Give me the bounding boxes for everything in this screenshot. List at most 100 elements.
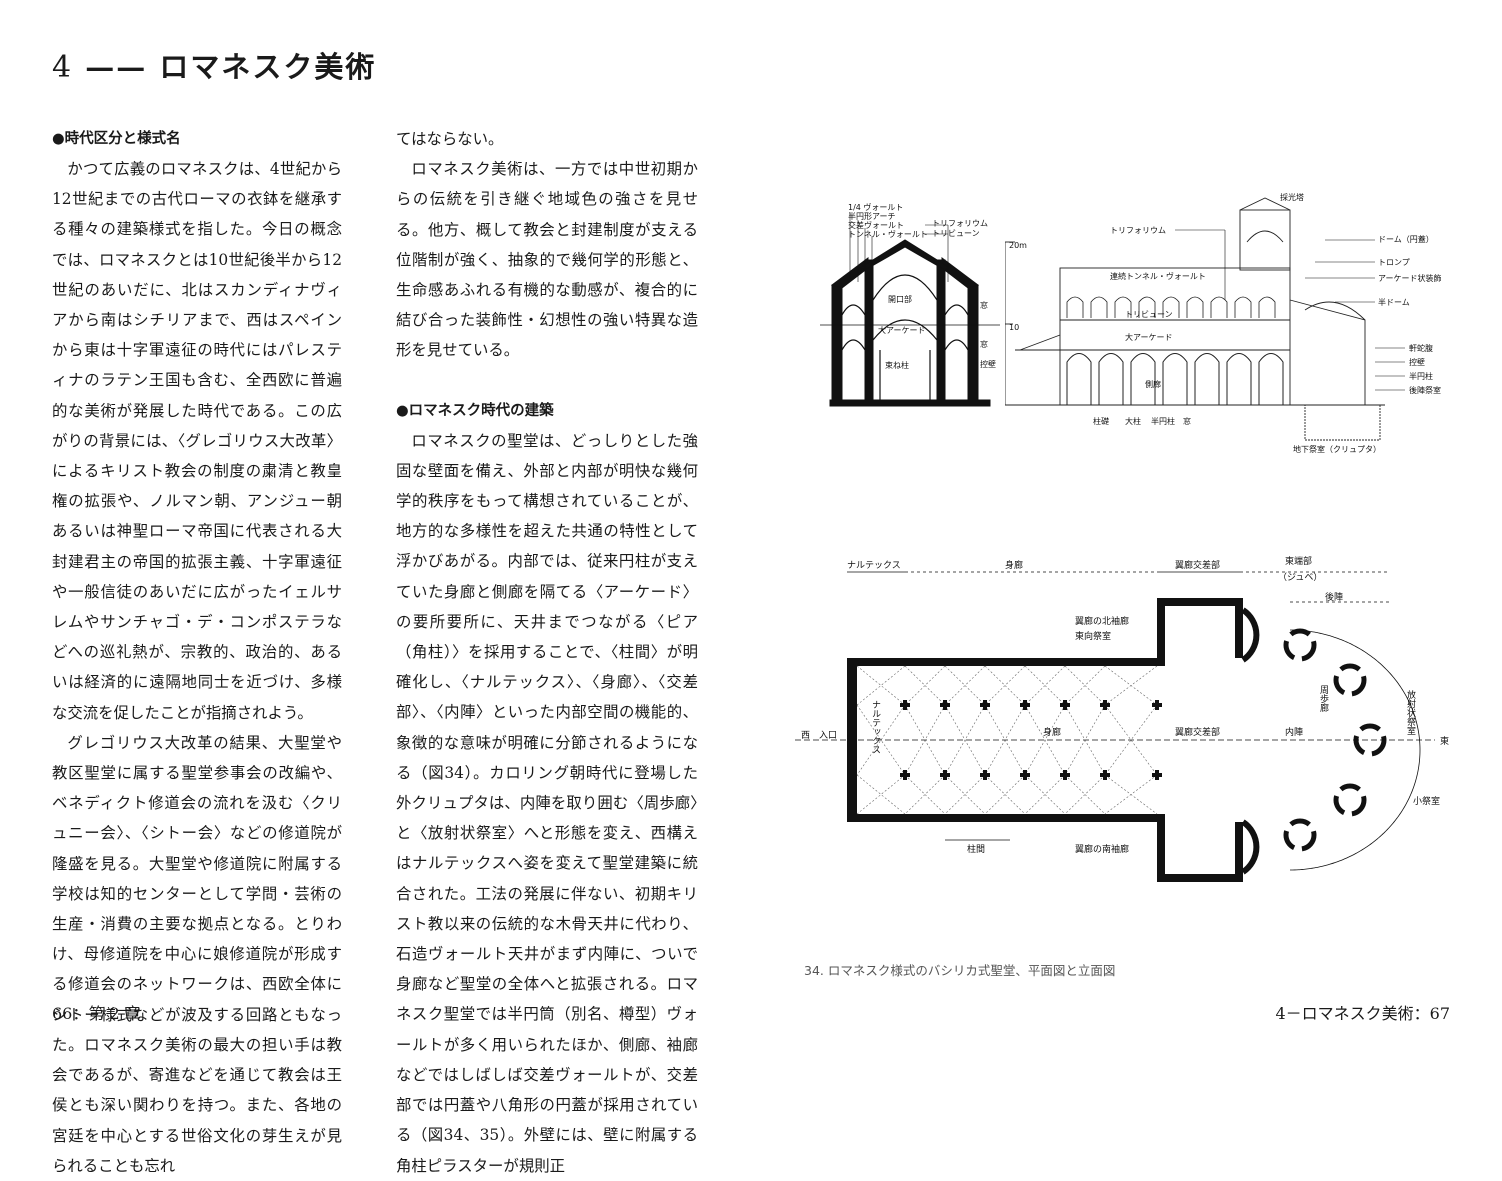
elevation-upper-window [1210,296,1228,318]
elevation-arcade [1258,353,1284,405]
section-heading-architecture: ●ロマネスク時代の建築 [396,402,554,419]
label-quarter-vault: 1/4 ヴォールト [848,202,903,212]
vault-rib [944,774,986,815]
label-north-transept: 翼廊の北袖廊 [1075,615,1129,627]
paragraph: てはならない。 [396,130,504,148]
vault-rib [1024,774,1066,815]
elevation-upper-window [1162,296,1180,318]
radiating-chapel [1353,723,1387,757]
plan-pier [1152,770,1162,780]
plan-pier [980,770,990,780]
paragraph: ロマネスクの聖堂は、どっしりとした強固な壁面を備え、外部と内部が明快な幾何学的秩… [396,431,698,1175]
elevation-upper-window [1258,296,1276,318]
title-dash: —— [85,50,148,84]
vault-rib [1104,774,1158,815]
elevation-upper-window [1090,296,1108,318]
label-cross-vault: 交差ヴォールト [848,220,904,230]
chapter-number: 4 [52,50,74,85]
label-grand-arcade: 大アーケード [1125,332,1173,342]
west-wall [847,658,857,822]
vault-rib [944,665,986,706]
elevation-upper-window [1114,296,1132,318]
plan-pier [980,700,990,710]
label-crossing-top: 翼廊交差部 [1175,559,1220,571]
label-column: 大柱 [1125,416,1141,426]
radiating-chapel [1283,818,1317,852]
radiating-chapel [1283,628,1317,662]
label-buttress: 控壁 [1409,357,1425,367]
paragraph: ロマネスク美術は、一方では中世初期からの伝統を引き継ぐ地域色の強さを見せる。他方… [396,160,698,360]
label-nave-top: 身廊 [1005,559,1023,571]
label-grand-arcade: 大アーケード [878,325,926,335]
label-ambulatory-chapel: 後陣祭室 [1409,385,1441,395]
label-opening: 開口部 [888,294,912,304]
vault-rib [904,774,946,815]
label-choir: 内陣 [1285,726,1303,738]
label-triforium: トリフォリウム [932,219,988,228]
elevation-figure: 採光塔 トリフォリウム 20m 10 ドーム（円蓋） 連続トンネル・ヴォールト … [1005,192,1442,454]
label-half-column: 半円柱 [1409,371,1433,381]
vault-rib [1024,774,1066,815]
label-squinch: トロンプ [1378,258,1410,267]
vault-rib [1024,704,1066,776]
vault-rib [904,665,946,706]
label-ambulatory: 周歩廊 [1318,685,1329,713]
vault-rib [1104,704,1158,776]
label-semicircular-arch: 半円形アーチ [848,211,896,221]
vault-rib [1104,704,1158,776]
plan-pier [1060,770,1070,780]
label-east-chapel: 東向祭室 [1075,630,1111,642]
label-east-end: 東端部 [1285,555,1312,567]
label-buttress: 控壁 [980,359,996,369]
label-narthex-top: ナルテックス [847,560,901,571]
label-chevet: （ジュベ） [1278,572,1322,583]
north-wall [847,658,1157,666]
label-half-dome: 半ドーム [1378,297,1410,307]
label-tunnel-vault: トンネル・ヴォールト [848,229,928,239]
label-continuous-tunnel-vault: 連続トンネル・ヴォールト [1110,271,1206,281]
radiating-chapel [1333,663,1367,697]
vault-rib [1024,665,1066,706]
plan-figure: ナルテックス 身廊 翼廊交差部 東端部 （ジュベ） 後陣 翼廊の北袖廊 東向祭室… [795,555,1449,882]
label-narthex: ナルテックス [870,700,881,754]
label-dome: ドーム（円蓋） [1378,234,1434,244]
page-title: 4 —— ロマネスク美術 [52,44,376,86]
plan-pier [900,700,910,710]
figure-caption: 34. ロマネスク様式のバシリカ式聖堂、平面図と立面図 [804,963,1116,978]
vault-rib [904,774,946,815]
elevation-arcade [1194,353,1220,405]
label-aisle: 側廊 [1145,379,1161,389]
plan-pier [1100,770,1110,780]
plan-pier [940,700,950,710]
title-text: ロマネスク美術 [159,50,377,84]
footer-right: 4－ロマネスク美術：67 [1275,1004,1450,1023]
section-base [829,399,991,407]
elevation-arcade [1066,353,1092,405]
label-bay: 柱間 [967,843,985,855]
label-tribune: トリビューン [932,229,980,238]
label-scale-20m: 20m [1009,241,1027,250]
label-eave-cornice: 軒蛇腹 [1409,343,1433,353]
plan-pier [1020,700,1030,710]
south-wall [847,814,1157,822]
label-crypt: 地下祭室（クリュプタ） [1293,444,1381,454]
elevation-upper-window [1234,296,1252,318]
label-window: 窓 [980,300,988,310]
vault-rib [1064,665,1106,706]
plan-pier [1100,700,1110,710]
label-south-transept: 翼廊の南袖廊 [1075,843,1129,855]
plan-pier [1060,700,1070,710]
vault-rib [984,665,1026,706]
label-small-chapel: 小祭室 [1413,795,1440,807]
vault-rib [944,704,986,776]
label-west-entrance: 西 入口 [801,730,837,741]
label-apse-top: 後陣 [1325,591,1343,603]
label-window-2: 窓 [980,339,988,349]
plan-pier [1020,770,1030,780]
label-triforium: トリフォリウム [1110,226,1166,235]
elevation-upper-window [1186,296,1204,318]
vault-rib [1064,774,1106,815]
label-tribune: トリビューン [1125,310,1173,319]
label-nave: 身廊 [1043,726,1061,738]
label-radiating-chapels: 放射状祭室 [1405,689,1416,735]
